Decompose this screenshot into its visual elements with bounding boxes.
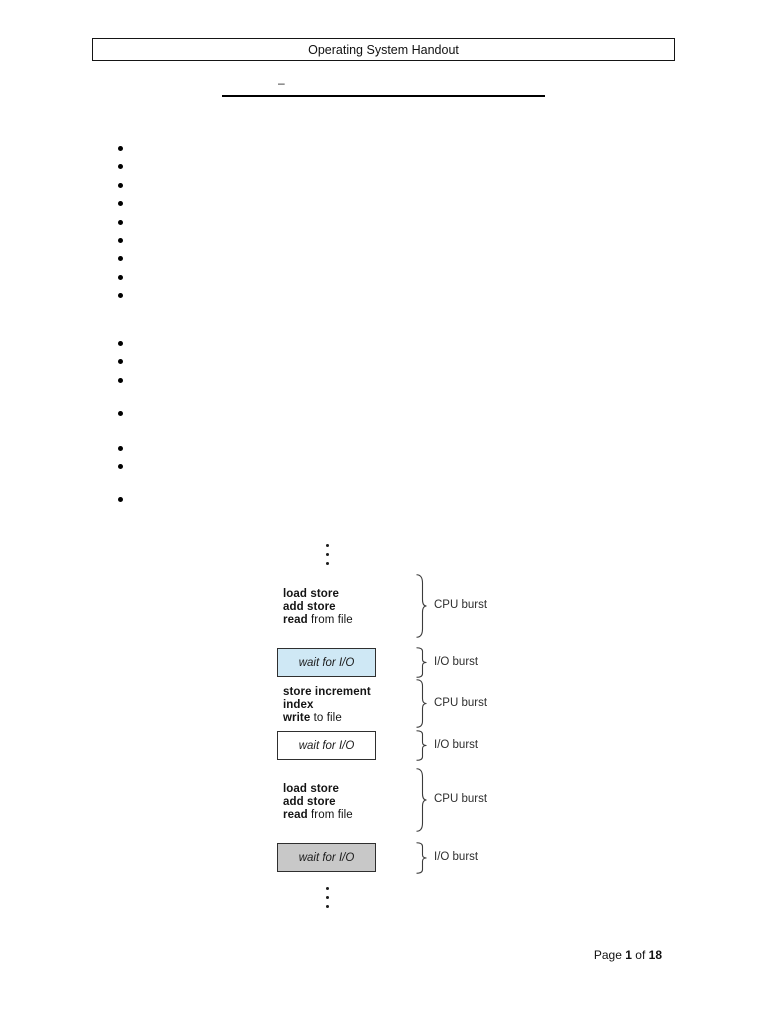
bullet-marker bbox=[118, 341, 123, 346]
heading-dash: – bbox=[278, 76, 285, 90]
burst-label: I/O burst bbox=[434, 655, 479, 668]
footer-total-pages: 18 bbox=[648, 948, 662, 962]
document-title: Operating System Handout bbox=[308, 42, 459, 57]
burst-label: I/O burst bbox=[434, 738, 479, 751]
wait-for-io-label: wait for I/O bbox=[298, 851, 355, 864]
ellipsis-dot bbox=[326, 896, 329, 899]
instruction-line: store increment bbox=[283, 686, 371, 698]
bullet-marker bbox=[118, 359, 123, 365]
footer-of-word: of bbox=[635, 948, 646, 962]
instruction-line: load store bbox=[283, 783, 339, 795]
bullet-marker bbox=[118, 182, 123, 188]
brace-icon bbox=[416, 842, 427, 874]
brace-icon bbox=[416, 679, 427, 728]
instruction-line: read from file bbox=[283, 614, 353, 626]
bullet-marker bbox=[118, 164, 123, 170]
ellipsis-dot bbox=[326, 562, 329, 565]
instruction-line: read from file bbox=[283, 809, 353, 821]
wait-for-io-label: wait for I/O bbox=[298, 739, 355, 752]
bullet-marker bbox=[118, 293, 123, 299]
wait-for-io-box: wait for I/O bbox=[277, 731, 376, 760]
footer-page-word: Page bbox=[593, 948, 622, 962]
ellipsis-dot bbox=[326, 905, 329, 908]
heading-underline bbox=[222, 95, 545, 97]
bullet-marker bbox=[118, 274, 123, 280]
bullet-marker bbox=[118, 411, 123, 416]
burst-label: CPU burst bbox=[434, 696, 488, 709]
document-title-box: Operating System Handout bbox=[92, 38, 675, 61]
bullet-marker bbox=[118, 146, 123, 151]
ellipsis-dot bbox=[326, 553, 329, 556]
bullet-marker bbox=[118, 201, 123, 207]
bullet-marker bbox=[118, 377, 123, 383]
burst-label: CPU burst bbox=[434, 793, 488, 805]
burst-label: I/O burst bbox=[434, 851, 479, 863]
brace-icon bbox=[416, 730, 427, 761]
page-footer: Page 1 of 18 bbox=[594, 948, 662, 962]
bullet-marker bbox=[118, 464, 123, 470]
brace-icon bbox=[416, 768, 427, 832]
wait-for-io-label: wait for I/O bbox=[298, 656, 355, 669]
bullet-marker bbox=[118, 219, 123, 225]
instruction-line: write to file bbox=[283, 712, 342, 724]
burst-label: CPU burst bbox=[434, 599, 488, 611]
bullet-marker bbox=[118, 238, 123, 243]
bullet-marker bbox=[118, 446, 123, 451]
footer-page-number: 1 bbox=[625, 948, 632, 962]
brace-icon bbox=[416, 647, 427, 678]
instruction-line: add store bbox=[283, 601, 336, 613]
ellipsis-dot bbox=[326, 544, 329, 547]
bullet-marker bbox=[118, 497, 123, 502]
ellipsis-dot bbox=[326, 887, 329, 890]
instruction-line: add store bbox=[283, 796, 336, 808]
bullet-marker bbox=[118, 256, 123, 262]
brace-icon bbox=[416, 574, 427, 638]
instruction-line: load store bbox=[283, 588, 339, 600]
wait-for-io-box: wait for I/O bbox=[277, 648, 376, 677]
wait-for-io-box: wait for I/O bbox=[277, 843, 376, 872]
instruction-line: index bbox=[283, 699, 314, 711]
